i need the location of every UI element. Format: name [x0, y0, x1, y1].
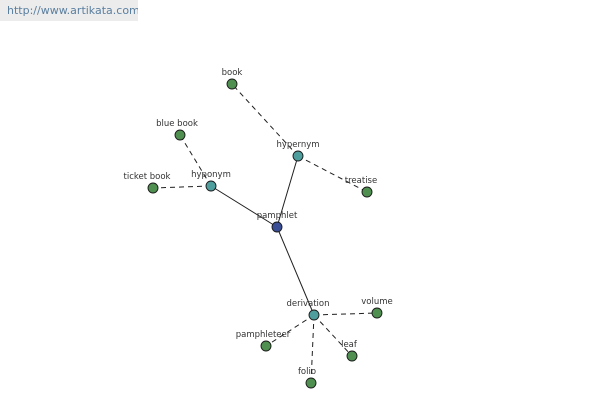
graph-nodes [147, 78, 383, 389]
edge-derivation-to-folio [310, 314, 315, 384]
node-label-blue-book[interactable]: blue book [156, 119, 198, 129]
node-label-pamphlet[interactable]: pamphlet [257, 211, 298, 221]
node-volume[interactable] [371, 307, 383, 319]
node-leaf[interactable] [346, 350, 358, 362]
node-ticket-book[interactable] [147, 182, 159, 194]
edge-hyponym-to-ticket-book [152, 185, 212, 189]
edge-pamphlet-to-derivation [276, 226, 315, 316]
graph-labels: pamphlet hypernym hyponym derivation book tre… [124, 68, 393, 377]
edge-derivation-to-pamphleteer [265, 314, 315, 347]
source-url[interactable]: http://www.artikata.com [0, 0, 138, 21]
edge-pamphlet-to-hypernym [276, 155, 299, 228]
node-pamphleteer[interactable] [260, 340, 272, 352]
graph-edges [152, 83, 378, 384]
node-label-volume[interactable]: volume [361, 297, 393, 307]
node-label-ticket-book[interactable]: ticket book [124, 172, 171, 182]
node-book[interactable] [226, 78, 238, 90]
node-hypernym[interactable] [292, 150, 304, 162]
edge-derivation-to-volume [313, 312, 378, 316]
node-blue-book[interactable] [174, 129, 186, 141]
node-derivation[interactable] [308, 309, 320, 321]
node-label-derivation[interactable]: derivation [286, 299, 329, 309]
node-label-folio[interactable]: folio [298, 367, 316, 377]
node-pamphlet[interactable] [271, 221, 283, 233]
node-label-treatise[interactable]: treatise [345, 176, 377, 186]
node-hyponym[interactable] [205, 180, 217, 192]
node-label-book[interactable]: book [222, 68, 243, 78]
edge-derivation-to-leaf [313, 314, 353, 357]
node-label-leaf[interactable]: leaf [341, 340, 358, 350]
node-label-hypernym[interactable]: hypernym [276, 140, 319, 150]
node-treatise[interactable] [361, 186, 373, 198]
node-label-pamphleteer[interactable]: pamphleteer [236, 330, 291, 340]
edge-hypernym-to-book [231, 83, 299, 157]
edge-hypernym-to-treatise [297, 155, 368, 193]
edge-pamphlet-to-hyponym [210, 185, 278, 228]
node-folio[interactable] [305, 377, 317, 389]
node-label-hyponym[interactable]: hyponym [191, 170, 231, 180]
edge-hyponym-to-blue-book [179, 134, 212, 187]
